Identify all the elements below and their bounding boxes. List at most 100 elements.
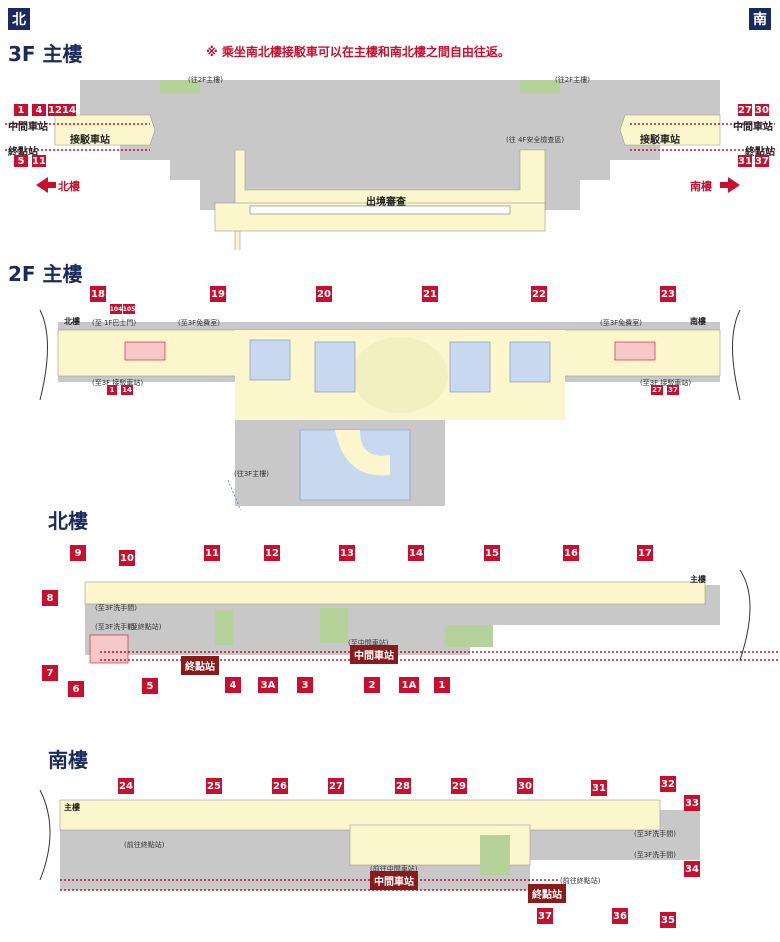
3f-gate-4: 4	[32, 104, 46, 116]
3f-to-2f-label-a: (往2F主樓)	[188, 76, 223, 84]
gate-4: 4	[225, 677, 241, 693]
section-title-2f: 2F 主樓	[8, 262, 83, 286]
section-title-north-wing: 北樓	[48, 509, 88, 533]
gate-32: 32	[660, 776, 676, 792]
gate-104: 104	[109, 304, 123, 314]
south-corner-badge: 南	[749, 8, 771, 30]
2f-shuttle-gate-27: 27	[651, 385, 663, 395]
north-end-station: 終點站	[181, 656, 219, 675]
2f-south-label: 南樓	[690, 317, 706, 326]
3f-gate-12: 12	[48, 104, 62, 116]
gate-35: 35	[660, 912, 676, 928]
3f-gate-31: 31	[738, 155, 752, 167]
gate-33: 33	[684, 795, 700, 811]
2f-to-3f-dutyfree-b: (至3F免費室)	[600, 319, 642, 327]
south-mid-station: 中間車站	[370, 871, 418, 890]
3f-end-station-right: 終點站	[745, 147, 775, 158]
gate-21: 21	[422, 286, 438, 302]
gate-2: 2	[364, 677, 380, 693]
3f-gate-1: 1	[14, 104, 28, 116]
3f-gate-30: 30	[755, 104, 769, 116]
2f-shuttle-gate-37: 37	[667, 385, 679, 395]
3f-gate-5: 5	[14, 155, 28, 167]
south-to-end-station-b: (前往終點站)	[560, 877, 601, 885]
south-to-main: 主樓	[64, 803, 80, 812]
2f-to-3f-main: (往3F主樓)	[234, 470, 269, 478]
gate-8: 8	[42, 590, 58, 606]
gate-22: 22	[531, 286, 547, 302]
3f-gate-27: 27	[738, 104, 752, 116]
gate-24: 24	[118, 778, 134, 794]
gate-10: 10	[119, 550, 135, 566]
gate-31: 31	[591, 780, 607, 796]
gate-17: 17	[637, 545, 653, 561]
gate-1a: 1A	[399, 677, 419, 693]
gate-16: 16	[563, 545, 579, 561]
2f-north-label: 北樓	[64, 317, 80, 326]
departure-check-label: 出境審查	[366, 197, 406, 208]
section-title-south-wing: 南樓	[48, 748, 88, 772]
gate-3a: 3A	[258, 677, 278, 693]
3f-shuttle-station-left: 接駁車站	[70, 135, 110, 146]
2f-to-3f-shuttle-b: (至3F 接駁車站)	[640, 379, 692, 387]
north-toilet-a: (至3F洗手間)	[95, 604, 137, 612]
north-to-mid-station: (至中間車站)	[348, 639, 389, 647]
north-corner-badge: 北	[8, 8, 30, 30]
south-end-station: 終點站	[528, 884, 566, 903]
3f-gate-14: 14	[62, 104, 76, 116]
north-mid-station: 中間車站	[350, 645, 398, 664]
gate-15: 15	[484, 545, 500, 561]
3f-to-2f-label-b: (往2F主樓)	[555, 76, 590, 84]
gate-19: 19	[210, 286, 226, 302]
shuttle-notice: ※ 乘坐南北樓接駁車可以在主樓和南北樓之間自由往返。	[206, 45, 510, 59]
2f-shuttle-gate-1: 1	[107, 385, 117, 395]
gate-9: 9	[70, 545, 86, 561]
3f-to-south-label: 南樓	[690, 180, 712, 193]
gate-20: 20	[316, 286, 332, 302]
2f-to-3f-dutyfree-a: (至3F免費室)	[178, 319, 220, 327]
gate-6: 6	[68, 681, 84, 697]
south-to-mid-station: (前往中間車站)	[370, 865, 418, 873]
gate-28: 28	[395, 778, 411, 794]
gate-29: 29	[451, 778, 467, 794]
gate-105: 105	[122, 304, 136, 314]
3f-mid-station-right: 中間車站	[733, 122, 773, 133]
north-toilet-b: (至3F洗手間)	[95, 623, 137, 631]
gate-34: 34	[684, 861, 700, 877]
south-toilet-b: (至3F洗手間)	[634, 851, 676, 859]
map-north-wing	[84, 569, 780, 664]
gate-18: 18	[90, 286, 106, 302]
gate-26: 26	[272, 778, 288, 794]
gate-30: 30	[517, 778, 533, 794]
gate-14: 14	[408, 545, 424, 561]
gate-1: 1	[434, 677, 450, 693]
gate-27: 27	[328, 778, 344, 794]
gate-11: 11	[204, 545, 220, 561]
gate-13: 13	[339, 545, 355, 561]
2f-shuttle-gate-14: 14	[121, 385, 133, 395]
gate-36: 36	[612, 908, 628, 924]
section-title-3f: 3F 主樓	[8, 42, 83, 66]
3f-gate-11: 11	[32, 155, 46, 167]
3f-mid-station-left: 中間車站	[8, 122, 48, 133]
south-to-end-station-a: (前往終點站)	[124, 841, 165, 849]
north-to-end-station: (至終點站)	[128, 623, 162, 631]
gate-23: 23	[660, 286, 676, 302]
north-to-main: 主樓	[690, 575, 706, 584]
3f-to-4f-label: (往 4F安全檢查區)	[506, 136, 565, 144]
gate-25: 25	[206, 778, 222, 794]
gate-37: 37	[537, 908, 553, 924]
3f-to-north-label: 北樓	[58, 180, 80, 193]
2f-to-3f-shuttle-a: (至3F 接駁車站)	[92, 379, 144, 387]
gate-12: 12	[264, 545, 280, 561]
map-2f	[39, 309, 741, 510]
3f-shuttle-station-right: 接駁車站	[640, 135, 680, 146]
3f-end-station-left: 終點站	[8, 147, 38, 158]
3f-gate-37: 37	[755, 155, 769, 167]
gate-7: 7	[42, 665, 58, 681]
2f-to-1f-bus: (至 1F巴士門)	[92, 319, 137, 327]
map-3f	[5, 80, 775, 250]
south-toilet-a: (至3F洗手間)	[634, 830, 676, 838]
gate-5: 5	[142, 678, 158, 694]
map-south-wing	[39, 790, 700, 891]
